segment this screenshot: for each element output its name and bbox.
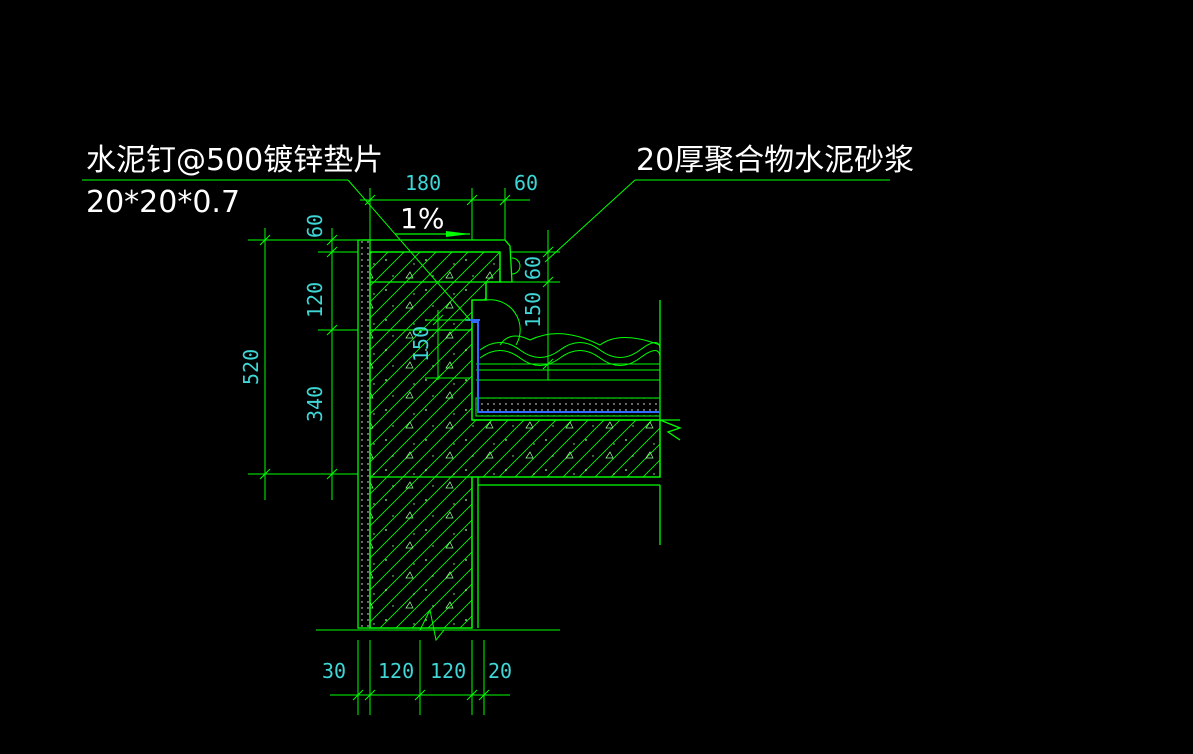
leader-lines (82, 179, 890, 321)
dim-right-150: 150 (521, 292, 545, 328)
annotation-nail-spec: 20*20*0.7 (86, 185, 240, 220)
wall-section (357, 239, 682, 629)
dim-right-60: 60 (521, 256, 545, 280)
dim-left-60: 60 (303, 214, 327, 238)
slope-label: 1% (400, 202, 444, 235)
dim-top-60: 60 (514, 171, 538, 195)
dim-top-180: 180 (405, 171, 441, 195)
annotation-nail: 水泥钉@500镀锌垫片 (86, 143, 383, 178)
dim-bottom-30: 30 (322, 659, 346, 683)
dim-bottom-120a: 120 (378, 659, 414, 683)
dim-left-340: 340 (303, 386, 327, 422)
dim-left-120: 120 (303, 282, 327, 318)
annotation-mortar: 20厚聚合物水泥砂浆 (636, 143, 914, 178)
dim-bottom-20: 20 (488, 659, 512, 683)
dimension-lines (248, 188, 560, 715)
dim-inner-150: 150 (409, 326, 433, 362)
slope-arrow (395, 231, 470, 237)
dim-left-520: 520 (239, 349, 263, 385)
dim-bottom-120b: 120 (430, 659, 466, 683)
